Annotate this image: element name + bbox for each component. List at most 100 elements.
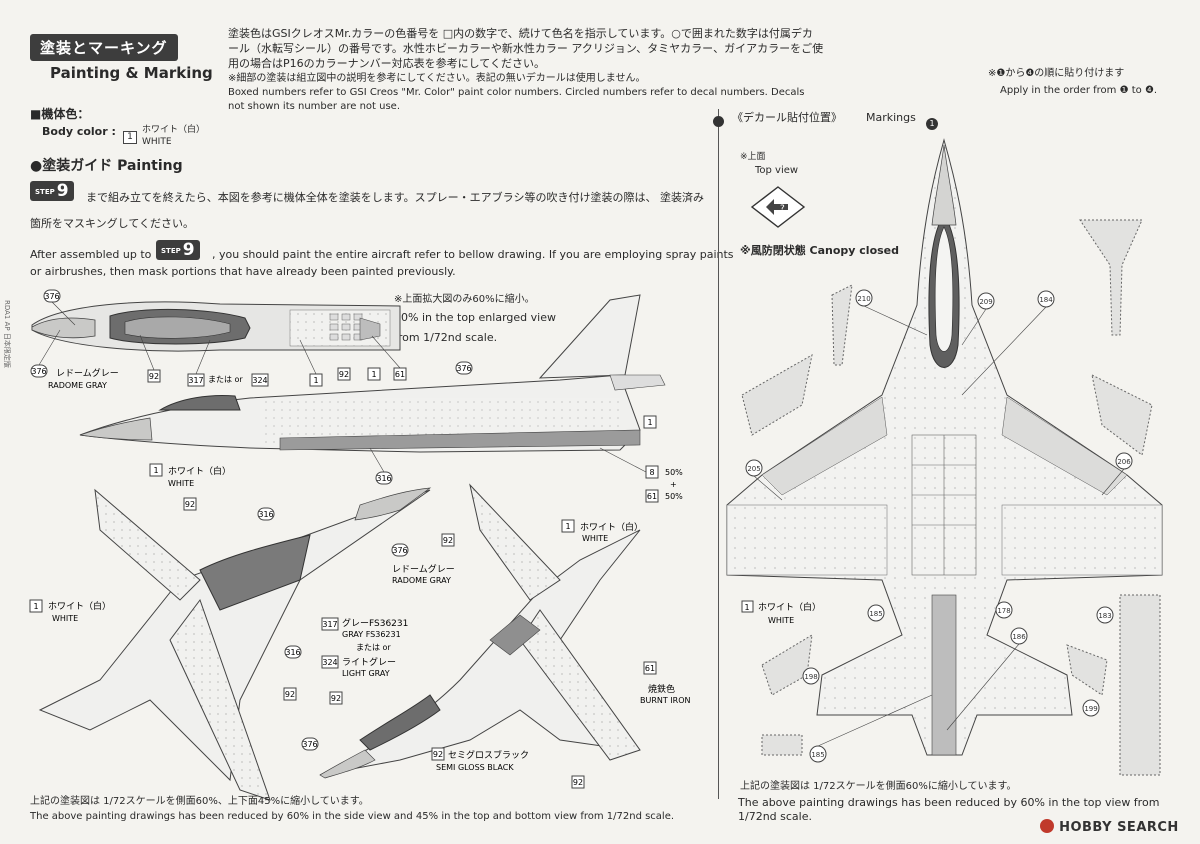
- order-jp: ※❶から❹の順に貼り付けます: [988, 68, 1125, 79]
- gray-label-jp: グレーFS36231: [342, 617, 408, 629]
- pct-50-a: 50%: [665, 468, 683, 477]
- intro-en-line-2: not shown its number are not use.: [228, 101, 400, 112]
- order-en: Apply in the order from ❶ to ❹.: [1000, 85, 1158, 96]
- callout-1-side: 1: [647, 418, 652, 427]
- section-title-jp: 塗装とマーキング: [30, 34, 178, 61]
- decal-186: 186: [1012, 633, 1026, 641]
- callout-8: 8: [649, 468, 654, 477]
- callout-92-top: 92: [149, 372, 159, 381]
- callout-316-side: 316: [376, 474, 391, 483]
- callout-1-markings: 1: [744, 603, 749, 612]
- decal-183: 183: [1098, 612, 1111, 620]
- callout-1-a: 1: [33, 602, 38, 611]
- callout-376-a: 376: [392, 546, 407, 555]
- canopy-closed-icon: ?: [750, 186, 806, 228]
- radome-label-en-2: RADOME GRAY: [392, 576, 451, 585]
- sgb-label-jp: セミグロスブラック: [448, 749, 529, 761]
- callout-92-e: 92: [433, 750, 443, 759]
- painting-title: ●塗装ガイド Painting: [30, 158, 183, 174]
- painting-en-post: , you should paint the entire aircraft r…: [212, 248, 734, 261]
- callout-317-top: 317: [188, 376, 203, 385]
- intro-jp-line-3: 用の場合はP16のカラーナンバー対応表を参考にしてください。: [228, 57, 545, 70]
- radome-label-jp-2: レドームグレー: [392, 563, 455, 575]
- pct-50-b: 50%: [665, 492, 683, 501]
- decal-199: 199: [1084, 705, 1097, 713]
- markings-title-jp: 《デカール貼付位置》: [732, 111, 842, 124]
- lightgray-label-en: LIGHT GRAY: [342, 669, 390, 678]
- callout-92-f: 92: [573, 778, 583, 787]
- callout-61-top: 61: [395, 370, 405, 379]
- radome-label-jp-1: レドームグレー: [56, 367, 119, 379]
- callout-1-white: 1: [153, 466, 158, 475]
- markings-footer-en-1: The above painting drawings has been red…: [738, 796, 1160, 809]
- top-view-label-en: Top view: [755, 165, 799, 176]
- decal-184: 184: [1039, 296, 1053, 304]
- white-label-en-3: WHITE: [582, 534, 608, 543]
- white-label-en-2: WHITE: [52, 614, 78, 623]
- decal-185-b: 185: [811, 751, 824, 759]
- brand-logo: HOBBY SEARCH: [1040, 816, 1190, 836]
- brand-icon: [1040, 819, 1054, 833]
- top-view-label-jp: ※上面: [740, 152, 766, 162]
- body-color-label-jp: ■機体色：: [30, 107, 90, 121]
- intro-jp-line-2: ール（水転写シール）の番号です。水性ホビーカラーや新水性カラー アクリジョン、タ…: [228, 42, 824, 55]
- markings-bullet: [713, 111, 727, 130]
- markings-white-jp: ホワイト（白）: [758, 601, 821, 613]
- scale-note-en-2: from 1/72nd scale.: [394, 331, 498, 344]
- callout-92-d: 92: [331, 694, 341, 703]
- decal-185-a: 185: [869, 610, 882, 618]
- top-enlarged-view: [31, 301, 401, 352]
- markings-number: 1: [926, 111, 938, 130]
- brand-name: HOBBY SEARCH: [1059, 820, 1179, 835]
- lightgray-label-jp: ライトグレー: [342, 656, 396, 668]
- painting-jp-line-1: まで組み立てを終えたら、本図を参考に機体全体を塗装をします。スプレー・エアブラシ…: [86, 191, 704, 204]
- callout-1-mid: 1: [371, 370, 376, 379]
- painting-drawings: 376 376 92 317 324 1 92 1 61 レドームグレー RAD…: [29, 289, 691, 801]
- callout-324-b: 324: [322, 658, 337, 667]
- burnt-label-jp: 焼鉄色: [648, 683, 675, 695]
- burnt-label-en: BURNT IRON: [640, 696, 691, 705]
- painting-en-line-2: or airbrushes, then mask portions that h…: [30, 265, 456, 278]
- painting-jp-line-2: 箇所をマスキングしてください。: [30, 217, 195, 230]
- callout-376-b: 376: [302, 740, 317, 749]
- or-label-top: または or: [208, 375, 243, 384]
- callout-92-c: 92: [443, 536, 453, 545]
- body-color-code-box: 1: [123, 124, 137, 144]
- white-label-jp-1: ホワイト（白）: [168, 465, 231, 477]
- markings-white-en: WHITE: [768, 616, 794, 625]
- plus-sign: +: [670, 480, 677, 489]
- decal-210: 210: [857, 295, 870, 303]
- intro-en-line-1: Boxed numbers refer to GSI Creos "Mr. Co…: [228, 87, 805, 98]
- scale-note-en-1: 60% in the top enlarged view: [394, 311, 556, 324]
- gray-label-en: GRAY FS36231: [342, 630, 401, 639]
- markings-title-en: Markings: [866, 111, 916, 124]
- bottom-view-right: [319, 483, 641, 779]
- painting-footer-en: The above painting drawings has been red…: [30, 811, 675, 822]
- callout-61-side: 61: [647, 492, 657, 501]
- callout-92-mid: 92: [339, 370, 349, 379]
- painting-en-pre: After assembled up to: [30, 248, 152, 261]
- callout-324-top: 324: [252, 376, 267, 385]
- radome-label-en-1: RADOME GRAY: [48, 381, 107, 390]
- body-color-name-en: WHITE: [142, 137, 172, 147]
- or-label-bottom: または or: [356, 643, 391, 652]
- white-label-en-1: WHITE: [168, 479, 194, 488]
- top-view-left: [38, 487, 432, 801]
- body-color-name-jp: ホワイト（白）: [142, 125, 206, 135]
- callout-376-side: 376: [456, 364, 471, 373]
- callout-317-b: 317: [322, 620, 337, 629]
- callout-92-b: 92: [285, 690, 295, 699]
- markings-top-view: 210 209 184 205 206 185 178 183 186 198 …: [726, 138, 1163, 776]
- section-title-en: Painting & Marking: [50, 64, 213, 82]
- callout-1-b: 1: [565, 522, 570, 531]
- callout-1-top: 1: [313, 376, 318, 385]
- callout-61-b: 61: [645, 664, 655, 673]
- decal-178: 178: [997, 607, 1010, 615]
- side-view: [79, 294, 666, 453]
- decal-205: 205: [747, 465, 760, 473]
- canopy-closed-label: ※風防閉状態 Canopy closed: [740, 244, 900, 257]
- decal-198: 198: [804, 673, 817, 681]
- body-color-label-en: Body color :: [42, 125, 116, 138]
- decal-209: 209: [979, 298, 992, 306]
